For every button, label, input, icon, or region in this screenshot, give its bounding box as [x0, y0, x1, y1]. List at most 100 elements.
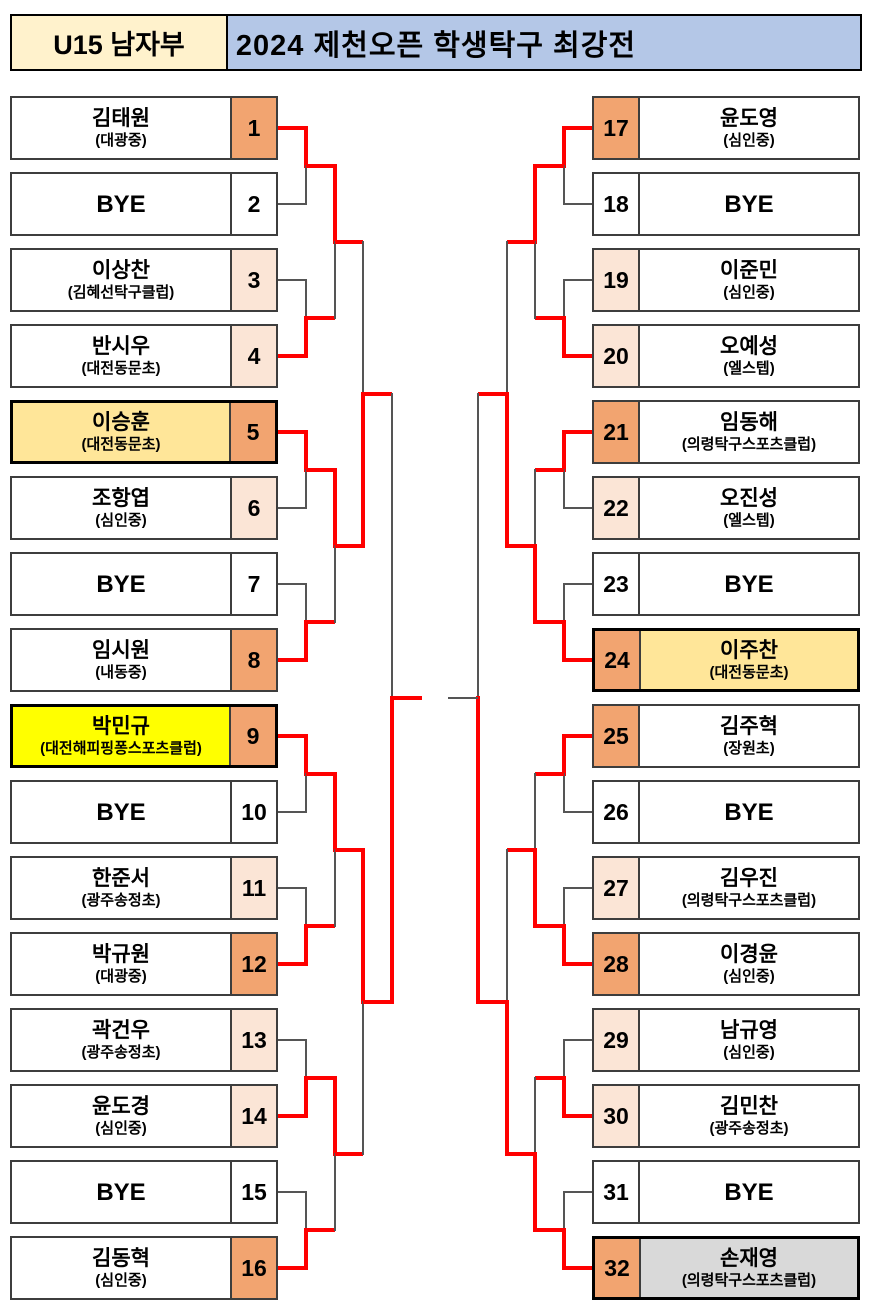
- winner-path-line: [476, 696, 480, 1004]
- division-header-cell: U15 남자부: [10, 14, 228, 71]
- player-box-seed-14: 윤도경(심인중)14: [10, 1084, 278, 1148]
- player-club: (대전동문초): [709, 664, 789, 681]
- winner-path-line: [562, 1076, 566, 1118]
- winner-path-line: [562, 924, 566, 966]
- player-name: BYE: [96, 190, 146, 218]
- seed-number-cell: 23: [594, 554, 640, 614]
- player-club: (심인중): [723, 132, 775, 149]
- player-name: 김태원: [92, 107, 150, 130]
- player-club: (엘스텝): [723, 360, 775, 377]
- winner-path-line: [306, 316, 335, 320]
- winner-path-line: [533, 848, 537, 928]
- seed-number-cell: 8: [230, 630, 276, 690]
- player-club: (대전동문초): [81, 360, 161, 377]
- player-name: 박규원: [92, 943, 150, 966]
- winner-path-line: [304, 924, 308, 966]
- player-name-area: BYE: [640, 1162, 858, 1222]
- winner-path-line: [533, 164, 537, 244]
- seed-number-cell: 32: [595, 1239, 641, 1297]
- seed-number-cell: 24: [595, 631, 641, 689]
- winner-path-line: [306, 468, 335, 472]
- winner-path-line: [278, 962, 306, 966]
- seed-number-cell: 7: [230, 554, 276, 614]
- player-box-seed-3: 이상찬(김혜선탁구클럽)3: [10, 248, 278, 312]
- winner-path-line: [333, 468, 337, 548]
- bracket-line: [506, 241, 508, 395]
- bracket-line: [563, 773, 565, 813]
- player-box-seed-9: 박민규(대전해피핑퐁스포츠클럽)9: [10, 704, 278, 768]
- player-name: 조항엽: [92, 487, 150, 510]
- player-name-area: 윤도경(심인중): [12, 1086, 230, 1146]
- player-name: 임시원: [92, 639, 150, 662]
- bracket-line: [563, 165, 565, 205]
- player-name-area: BYE: [12, 1162, 230, 1222]
- seed-number-cell: 30: [594, 1086, 640, 1146]
- player-club: (의령탁구스포츠클럽): [681, 1272, 817, 1289]
- winner-path-line: [304, 1228, 308, 1270]
- player-name: BYE: [724, 1178, 774, 1206]
- player-name: BYE: [724, 570, 774, 598]
- player-name-area: 김태원(대광중): [12, 98, 230, 158]
- seed-number-cell: 27: [594, 858, 640, 918]
- winner-path-line: [562, 316, 566, 358]
- bracket-line: [391, 393, 393, 699]
- player-name-area: 곽건우(광주송정초): [12, 1010, 230, 1070]
- bracket-line: [448, 697, 478, 699]
- seed-number-cell: 22: [594, 478, 640, 538]
- winner-path-line: [535, 772, 564, 776]
- bracket-line: [278, 887, 306, 889]
- seed-number-cell: 5: [229, 403, 275, 461]
- winner-path-line: [564, 430, 592, 434]
- bracket-line: [278, 1039, 306, 1041]
- player-name-area: BYE: [640, 174, 858, 234]
- player-name-area: 이경윤(심인중): [640, 934, 858, 994]
- seed-number-cell: 16: [230, 1238, 276, 1298]
- winner-path-line: [535, 1076, 564, 1080]
- player-name-area: 반시우 (대전동문초): [12, 326, 230, 386]
- division-label: U15 남자부: [53, 30, 185, 60]
- player-name-area: BYE: [12, 174, 230, 234]
- player-club: (김혜선탁구클럽): [67, 284, 175, 301]
- bracket-line: [563, 279, 565, 319]
- winner-path-line: [564, 126, 592, 130]
- winner-path-line: [304, 1076, 308, 1118]
- winner-path-line: [278, 126, 306, 130]
- winner-path-line: [564, 734, 592, 738]
- player-name-area: BYE: [12, 554, 230, 614]
- winner-path-line: [278, 658, 306, 662]
- seed-number-cell: 25: [594, 706, 640, 766]
- winner-path-line: [392, 696, 422, 700]
- bracket-line: [278, 279, 306, 281]
- player-name: 임동해: [720, 411, 778, 434]
- winner-path-line: [478, 392, 507, 396]
- player-box-seed-8: 임시원(내동중)8: [10, 628, 278, 692]
- seed-number-cell: 20: [594, 326, 640, 386]
- winner-path-line: [278, 734, 306, 738]
- bracket-line: [564, 1191, 592, 1193]
- player-name-area: 김동혁(심인중): [12, 1238, 230, 1298]
- winner-path-line: [306, 164, 335, 168]
- winner-path-line: [535, 1228, 564, 1232]
- player-name-area: 조항엽(심인중): [12, 478, 230, 538]
- winner-path-line: [562, 620, 566, 662]
- winner-path-line: [535, 620, 564, 624]
- winner-path-line: [507, 544, 535, 548]
- player-name: 반시우: [92, 335, 150, 358]
- winner-path-line: [306, 1076, 335, 1080]
- player-club: (대광중): [95, 968, 147, 985]
- player-name-area: 손재영(의령탁구스포츠클럽): [641, 1239, 857, 1297]
- bracket-line: [305, 887, 307, 927]
- player-name-area: 김민찬(광주송정초): [640, 1086, 858, 1146]
- winner-path-line: [333, 164, 337, 244]
- player-name-area: 김우진(의령탁구스포츠클럽): [640, 858, 858, 918]
- winner-path-line: [562, 430, 566, 472]
